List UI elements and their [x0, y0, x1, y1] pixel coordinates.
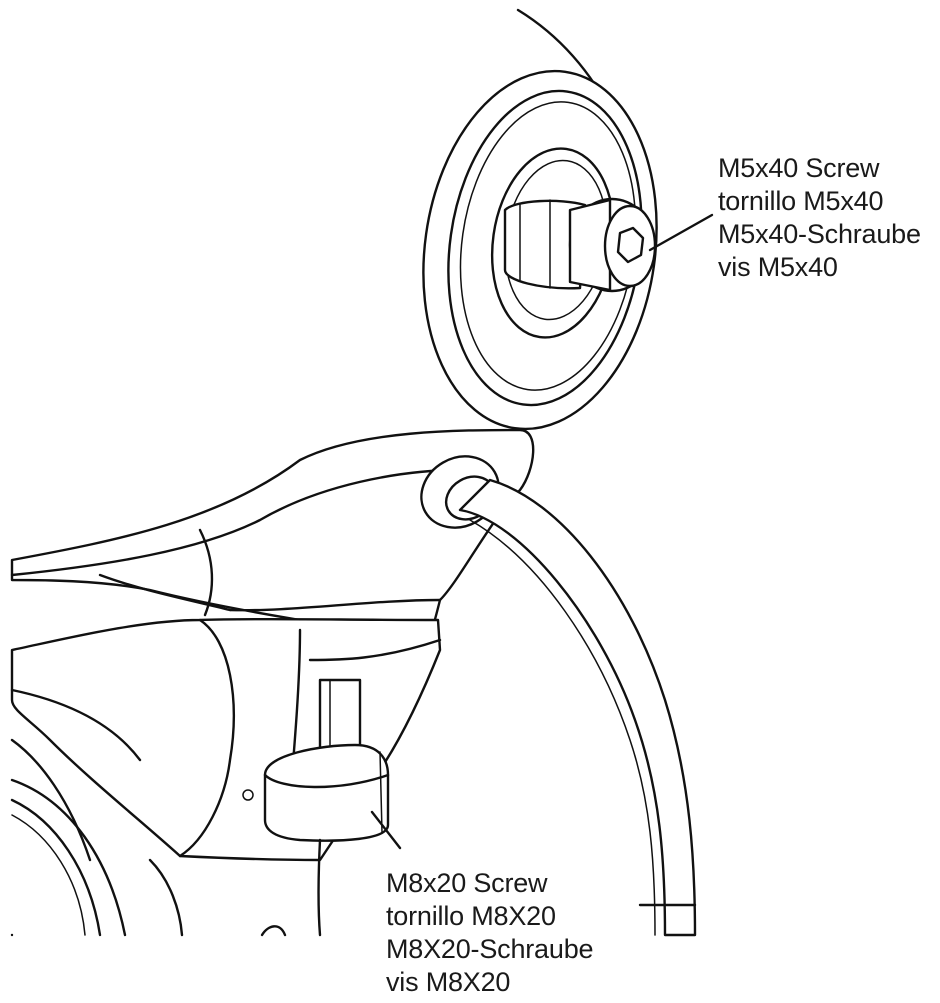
- collar: [318, 678, 362, 754]
- m5x40-label-fr: vis M5x40: [718, 252, 838, 282]
- m5x40-screw: [503, 197, 714, 293]
- m8x20-label-en: M8x20 Screw: [386, 868, 548, 898]
- m8x20-screw: [242, 743, 402, 850]
- seatpost-ring: [10, 778, 184, 937]
- cable-housing: [420, 455, 697, 937]
- m5x40-label-en: M5x40 Screw: [718, 153, 880, 183]
- m5x40-label-de: M5x40-Schraube: [718, 219, 921, 249]
- m8x20-label-es: tornillo M8X20: [386, 901, 556, 931]
- m8x20-screw-label: M8x20 Screw tornillo M8X20 M8X20-Schraub…: [386, 867, 594, 999]
- m5x40-label-es: tornillo M5x40: [718, 186, 884, 216]
- lower-frame-lines: [10, 838, 322, 937]
- m8x20-label-fr: vis M8X20: [386, 967, 511, 997]
- m8x20-label-de: M8X20-Schraube: [386, 934, 594, 964]
- m5x40-screw-label: M5x40 Screw tornillo M5x40 M5x40-Schraub…: [718, 152, 921, 284]
